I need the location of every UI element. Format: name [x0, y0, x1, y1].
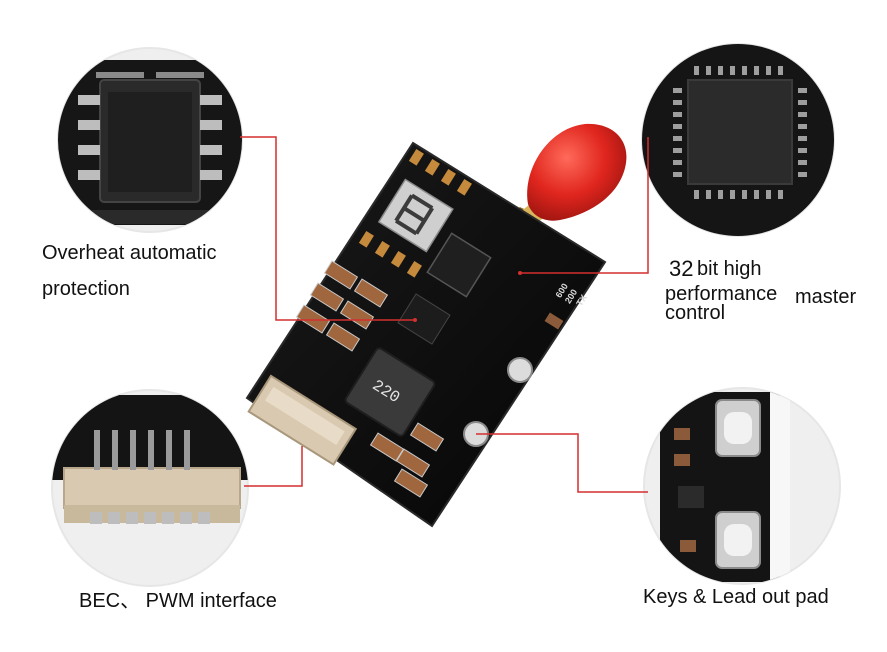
zoom-circle-keys-pads [643, 387, 841, 585]
mcu-chip [426, 232, 492, 298]
mcu-label-line3: control [665, 302, 726, 324]
zoom-circle-connector [51, 389, 249, 587]
pcb-board: 220 600 200 TX [245, 123, 627, 528]
inductor-220: 220 [344, 347, 436, 437]
mcu-label-master: master [795, 286, 857, 308]
pwm-connector [247, 374, 358, 466]
keys-pad-label: Keys & Lead out pad [643, 586, 829, 608]
overheat-label-line2: protection [42, 278, 130, 300]
overheat-label-line1: Overheat automatic [42, 242, 217, 264]
mcu-label-line2: performance [665, 283, 778, 305]
callout-line-keys [476, 433, 648, 493]
callout-line-overheat [240, 136, 415, 321]
mcu-label-number: 32 [669, 256, 694, 281]
zoom-circle-overheat-ic [57, 47, 243, 233]
callout-lines [240, 136, 649, 493]
mcu-label-line1: bit high [697, 258, 762, 280]
bec-pwm-label: BEC、 PWM interface [79, 590, 277, 612]
board-button-1 [507, 357, 533, 383]
callout-line-mcu [520, 137, 649, 274]
callout-line-connector [244, 446, 303, 487]
seven-segment-display [377, 178, 454, 253]
zoom-circle-mcu [641, 43, 835, 237]
